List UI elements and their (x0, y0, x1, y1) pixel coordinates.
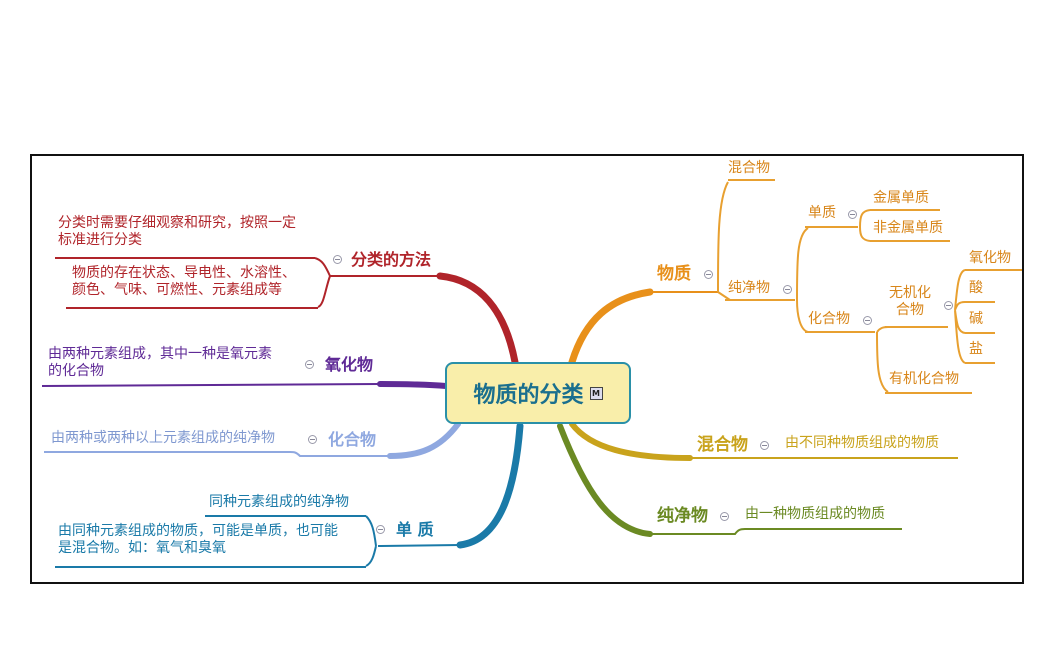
topic-wuzhi[interactable]: 物质 (657, 264, 691, 284)
link-danzhi-notes (365, 515, 377, 567)
collapse-huahewu-icon[interactable] (863, 316, 872, 325)
branch-yanghuawu (377, 381, 449, 389)
branch-wuzhi (568, 288, 654, 366)
underline-huahewu (44, 451, 390, 457)
desc-yanghuawu[interactable]: 由两种元素组成，其中一种是氧元素 的化合物 (48, 346, 272, 380)
central-topic-title: 物质的分类 (473, 383, 584, 408)
link-danzhi-children (859, 209, 871, 242)
node-huahewu[interactable]: 化合物 (808, 311, 850, 327)
branch-chunjingwu (557, 423, 653, 537)
note-fenlei-2-line1: 物质的存在状态、导电性、水溶性、 (72, 265, 296, 281)
underline-yanghuawu (41, 383, 381, 387)
link-wuji-children (954, 269, 966, 364)
node-wuji-line2: 合物 (896, 301, 924, 318)
underline-chunjingwu (650, 528, 902, 535)
desc-huahewu[interactable]: 由两种或两种以上元素组成的纯净物 (51, 430, 275, 446)
branch-danzhi (456, 422, 524, 549)
topic-danzhi[interactable]: 单 质 (396, 520, 434, 539)
link-wuzhi-children (717, 181, 731, 301)
collapse-danzhi-topic-icon[interactable] (376, 525, 385, 534)
desc-danzhi-2-line1: 由同种元素组成的物质，可能是单质，也可能 (58, 523, 338, 539)
desc-yanghuawu-line1: 由两种元素组成，其中一种是氧元素 (48, 346, 272, 362)
note-fenlei-2[interactable]: 物质的存在状态、导电性、水溶性、 颜色、气味、可燃性、元素组成等 (72, 265, 296, 299)
branch-hunhewu (569, 421, 693, 461)
node-feijinshu-danzhi[interactable]: 非金属单质 (873, 220, 943, 236)
node-danzhi[interactable]: 单质 (808, 205, 836, 221)
collapse-chunjingwu-icon[interactable] (783, 285, 792, 294)
topic-chunjingwu[interactable]: 纯净物 (657, 506, 708, 526)
link-chunjingwu-children (796, 227, 809, 333)
node-wuzhi-hunhewu[interactable]: 混合物 (728, 160, 770, 176)
branch-huahewu (387, 421, 461, 459)
node-suan[interactable]: 酸 (969, 280, 983, 296)
note-fenlei-1-line1: 分类时需要仔细观察和研究，按照一定 (58, 215, 296, 231)
branch-fenlei (436, 272, 519, 366)
note-fenlei-1-line2: 标准进行分类 (58, 231, 142, 248)
node-youji-huahewu[interactable]: 有机化合物 (889, 371, 959, 387)
node-wuji-line1: 无机化 (889, 285, 931, 301)
collapse-hunhewu-icon[interactable] (760, 441, 769, 450)
desc-danzhi-2[interactable]: 由同种元素组成的物质，可能是单质，也可能 是混合物。如：氧气和臭氧 (58, 523, 338, 557)
desc-hunhewu[interactable]: 由不同种物质组成的物质 (785, 435, 939, 451)
collapse-fenlei-icon[interactable] (333, 255, 342, 264)
node-yanghuawu-sub[interactable]: 氧化物 (969, 250, 1011, 266)
central-topic[interactable]: 物质的分类 M (445, 362, 631, 424)
note-fenlei-1[interactable]: 分类时需要仔细观察和研究，按照一定 标准进行分类 (58, 215, 296, 249)
node-wuji-huahewu[interactable]: 无机化 合物 (889, 285, 931, 319)
topic-huahewu[interactable]: 化合物 (328, 430, 377, 449)
collapse-chunjingwu-topic-icon[interactable] (720, 512, 729, 521)
node-yan[interactable]: 盐 (969, 341, 983, 357)
desc-yanghuawu-line2: 的化合物 (48, 362, 104, 379)
note-fenlei-2-line2: 颜色、气味、可燃性、元素组成等 (72, 281, 282, 298)
desc-danzhi-1[interactable]: 同种元素组成的纯净物 (209, 494, 349, 510)
link-huahewu-children (876, 326, 889, 393)
topic-hunhewu[interactable]: 混合物 (697, 435, 748, 455)
collapse-wuzhi-icon[interactable] (704, 270, 713, 279)
topic-yanghuawu[interactable]: 氧化物 (325, 355, 374, 374)
node-jian[interactable]: 碱 (969, 311, 983, 327)
collapse-wuji-icon[interactable] (944, 301, 953, 310)
node-wuzhi-chunjingwu[interactable]: 纯净物 (728, 280, 770, 296)
node-jinshu-danzhi[interactable]: 金属单质 (873, 190, 929, 206)
note-marker-icon[interactable]: M (589, 386, 603, 400)
collapse-yanghuawu-icon[interactable] (305, 360, 314, 369)
desc-chunjingwu[interactable]: 由一种物质组成的物质 (745, 506, 885, 522)
underline-danzhi (377, 544, 461, 547)
desc-danzhi-2-line2: 是混合物。如：氧气和臭氧 (58, 539, 226, 556)
collapse-danzhi-icon[interactable] (848, 210, 857, 219)
link-fenlei-notes (314, 257, 331, 308)
topic-fenlei-fangfa[interactable]: 分类的方法 (351, 250, 432, 269)
collapse-huahewu-topic-icon[interactable] (308, 435, 317, 444)
